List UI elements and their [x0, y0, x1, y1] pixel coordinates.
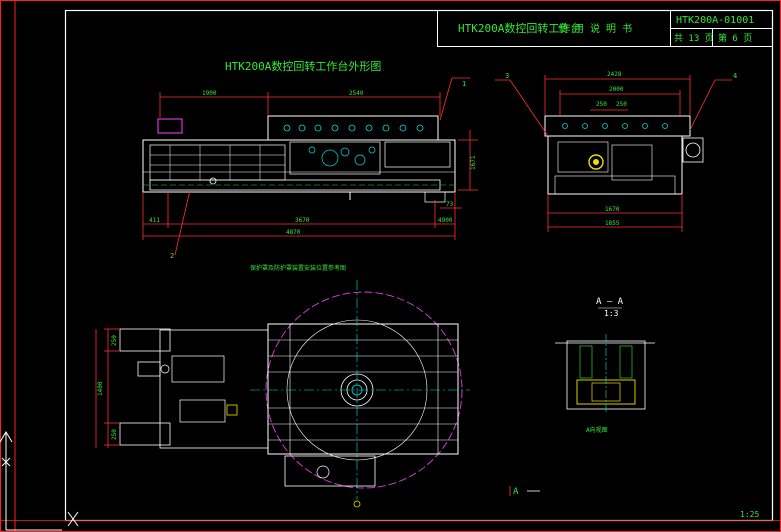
title-block-title: HTK200A数控回转工作台 [458, 21, 581, 35]
dim-plan-mid: 1400 [97, 381, 104, 396]
drawing-scale: 1:25 [740, 510, 759, 519]
title-block: HTK200A数控回转工作台 使 用 说 明 书 HTK200A-01001 共… [437, 10, 773, 47]
dim-side-table: 2000 [609, 86, 624, 93]
title-block-doc-type: 使 用 说 明 书 [558, 22, 632, 35]
callout-4: 4 [733, 72, 737, 80]
section-caption: A向视图 [586, 426, 608, 434]
dim-front-table: 2540 [349, 90, 364, 97]
section-scale: 1:3 [604, 309, 619, 318]
dim-side-overall: 2428 [607, 71, 622, 78]
side-elevation-view: 2428 2000 250 250 1670 1855 3 4 [495, 71, 737, 232]
section-label: A — A [596, 297, 624, 307]
dim-front-right: 4900 [438, 217, 453, 224]
section-a-view: A — A 1:3 A向视图 [555, 297, 655, 434]
title-block-drawing-no: HTK200A-01001 [676, 15, 754, 26]
callout-3: 3 [505, 72, 509, 80]
dim-side-base: 1670 [605, 206, 620, 213]
title-block-sheet-total: 共 13 页 [674, 33, 714, 44]
dim-side-a: 250 [596, 101, 607, 108]
dim-front-height: 1671 [470, 155, 477, 170]
cut-mark-label: A [513, 487, 519, 497]
dim-side-width: 1855 [605, 220, 620, 227]
dim-front-offset: 1900 [202, 90, 217, 97]
ucs-icon [0, 431, 79, 531]
dim-front-body: 3670 [295, 217, 310, 224]
title-block-sheet-no: 第 6 页 [718, 32, 752, 44]
dim-plan-top: 250 [111, 335, 118, 346]
callout-2: 2 [170, 252, 174, 260]
dim-side-b: 250 [616, 101, 627, 108]
dim-front-small: 73 [446, 201, 454, 208]
front-elevation-view: 1900 2540 411 3670 4870 4900 73 1671 1 2 [142, 77, 478, 260]
main-view-title: HTK200A数控回转工作台外形图 [225, 59, 381, 73]
callout-1: 1 [462, 80, 466, 88]
dim-front-overall: 4870 [286, 229, 301, 236]
plan-view: 250 1400 250 A [95, 280, 540, 508]
dim-front-left: 411 [149, 217, 160, 224]
plan-note: 保护罩及防护罩装置安装位置参考图 [250, 264, 346, 272]
dim-plan-bottom: 250 [111, 429, 118, 440]
